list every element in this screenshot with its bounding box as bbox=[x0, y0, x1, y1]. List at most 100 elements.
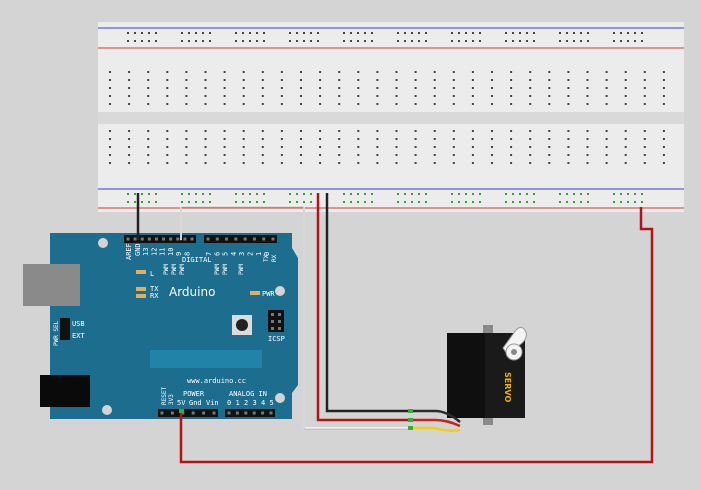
header-pin bbox=[244, 411, 248, 415]
breadboard-hole bbox=[548, 71, 551, 73]
breadboard-hole bbox=[185, 87, 188, 89]
header-pin bbox=[162, 237, 166, 241]
breadboard-hole bbox=[605, 103, 608, 105]
breadboard-hole bbox=[471, 154, 474, 156]
header-pin bbox=[212, 411, 216, 415]
rail-hole bbox=[127, 40, 129, 42]
breadboard-hole bbox=[624, 79, 627, 81]
rail-hole bbox=[310, 201, 312, 203]
rail-hole bbox=[451, 193, 453, 195]
rail-hole bbox=[641, 201, 643, 203]
rail-hole bbox=[458, 32, 460, 34]
rail-hole bbox=[249, 193, 251, 195]
breadboard-hole bbox=[605, 154, 608, 156]
digital-pin-number: 12 bbox=[150, 248, 158, 256]
breadboard-hole bbox=[166, 103, 169, 105]
rail-hole bbox=[573, 32, 575, 34]
pwm-label: PWM bbox=[171, 264, 178, 275]
rail-hole bbox=[242, 193, 244, 195]
rail-hole bbox=[533, 32, 535, 34]
rail-hole bbox=[573, 201, 575, 203]
breadboard-hole bbox=[261, 146, 264, 148]
breadboard-hole bbox=[319, 162, 322, 164]
label-rx-pin: RX bbox=[271, 254, 278, 262]
breadboard-hole bbox=[643, 79, 646, 81]
breadboard-hole bbox=[109, 79, 111, 81]
breadboard-hole bbox=[109, 103, 111, 105]
icsp-pin bbox=[278, 320, 281, 323]
power-header bbox=[158, 409, 218, 417]
rail-hole bbox=[425, 201, 427, 203]
rail-hole bbox=[580, 201, 582, 203]
header-pin bbox=[252, 411, 256, 415]
breadboard-hole bbox=[300, 71, 302, 73]
breadboard-hole bbox=[586, 71, 589, 73]
breadboard-hole bbox=[643, 95, 646, 97]
rail-hole bbox=[249, 40, 251, 42]
rail-hole bbox=[425, 40, 427, 42]
breadboard-hole bbox=[166, 154, 169, 156]
breadboard-hole bbox=[147, 103, 150, 105]
digital-header-upper bbox=[124, 235, 196, 243]
rail-hole bbox=[289, 193, 291, 195]
breadboard-hole bbox=[376, 130, 379, 132]
breadboard-hole bbox=[261, 162, 264, 164]
breadboard-hole bbox=[395, 71, 398, 73]
rail-hole bbox=[613, 193, 615, 195]
servo-horn-screw bbox=[511, 349, 517, 355]
breadboard-hole bbox=[166, 138, 169, 140]
rail-hole bbox=[559, 193, 561, 195]
rail-hole bbox=[310, 32, 312, 34]
breadboard-hole bbox=[319, 154, 322, 156]
breadboard-hole bbox=[128, 103, 131, 105]
breadboard-hole bbox=[548, 154, 551, 156]
label-pwr-sel: PWR SEL bbox=[53, 320, 60, 346]
breadboard-hole bbox=[662, 103, 665, 105]
breadboard-hole bbox=[185, 79, 188, 81]
rail-hole bbox=[127, 32, 129, 34]
label-tx: TX bbox=[150, 285, 159, 293]
pwr-sel-jumper bbox=[60, 318, 70, 340]
rail-hole bbox=[458, 193, 460, 195]
breadboard-hole bbox=[567, 71, 570, 73]
header-pin bbox=[170, 411, 174, 415]
breadboard-hole bbox=[433, 154, 436, 156]
breadboard-hole bbox=[300, 138, 302, 140]
rail-hole bbox=[202, 32, 204, 34]
breadboard-hole bbox=[109, 95, 111, 97]
header-pin bbox=[234, 237, 238, 241]
rail-hole bbox=[533, 40, 535, 42]
breadboard-hole bbox=[586, 95, 589, 97]
header-pin bbox=[243, 237, 247, 241]
reset-button-cap[interactable] bbox=[236, 319, 248, 331]
breadboard-hole bbox=[624, 87, 627, 89]
digital-pin-number: 13 bbox=[142, 248, 150, 256]
breadboard-hole bbox=[109, 138, 111, 140]
digital-pin-number: 11 bbox=[159, 248, 167, 256]
breadboard-hole bbox=[338, 103, 341, 105]
breadboard-hole bbox=[109, 71, 111, 73]
breadboard-hole bbox=[242, 71, 245, 73]
rail-hole bbox=[296, 32, 298, 34]
breadboard-hole bbox=[643, 87, 646, 89]
wire-power-red bbox=[316, 193, 410, 422]
breadboard-hole bbox=[567, 103, 570, 105]
rail-hole bbox=[148, 32, 150, 34]
breadboard-hole bbox=[624, 71, 627, 73]
breadboard-hole bbox=[261, 87, 264, 89]
breadboard-hole bbox=[643, 154, 646, 156]
breadboard-hole bbox=[185, 103, 188, 105]
label-5v: 5V bbox=[177, 399, 186, 407]
breadboard-hole bbox=[529, 146, 532, 148]
rail-hole bbox=[181, 193, 183, 195]
breadboard-hole bbox=[586, 146, 589, 148]
rail-hole bbox=[303, 40, 305, 42]
breadboard-hole bbox=[166, 130, 169, 132]
breadboard-hole bbox=[280, 79, 283, 81]
rail-hole bbox=[634, 32, 636, 34]
breadboard-hole bbox=[510, 103, 513, 105]
rail-hole bbox=[127, 201, 129, 203]
rail-hole bbox=[519, 40, 521, 42]
breadboard-hole bbox=[166, 146, 169, 148]
rail-hole bbox=[566, 40, 568, 42]
